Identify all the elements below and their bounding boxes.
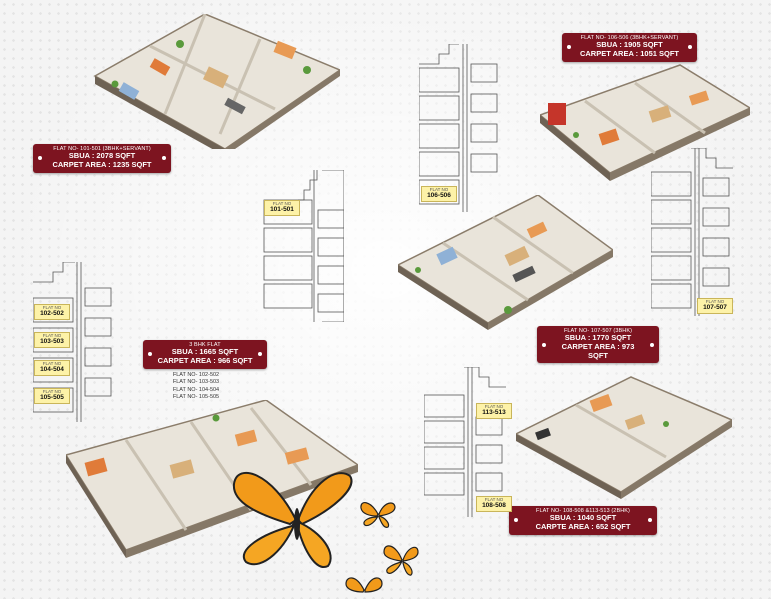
floor-plan-108-508-113-513 <box>516 372 732 500</box>
floor-plan-106-506 <box>540 63 750 185</box>
plan-label-101-501: FLAT NO- 101-501 (3BHK+SERVANT) SBUA : 2… <box>33 144 171 173</box>
flat-number: FLAT NO- 104-504 <box>172 386 220 393</box>
plan-label-108-508-113-513: FLAT NO- 108-508 &113-513 (2BHK) SBUA : … <box>509 506 657 535</box>
butterfly-icon <box>345 577 383 593</box>
flat-number-list: FLAT NO- 102-502 FLAT NO- 103-503 FLAT N… <box>155 372 237 402</box>
key-plan-108-113 <box>424 367 506 517</box>
flat-number: FLAT NO- 105-505 <box>172 394 220 401</box>
butterfly-icon <box>383 545 419 576</box>
floor-plan-101-501 <box>55 14 340 149</box>
floor-plan-107-507 <box>398 195 613 330</box>
butterfly-icon <box>232 471 353 568</box>
plan-label-106-506: FLAT NO- 106-506 (3BHK+SERVANT) SBUA : 1… <box>562 33 697 62</box>
key-plan-101-501 <box>262 170 344 322</box>
key-plan-107-507 <box>651 148 733 316</box>
flat-number: FLAT NO- 103-503 <box>172 379 220 386</box>
plan-label-107-507: FLAT NO- 107-507 (3BHK) SBUA : 1770 SQFT… <box>537 326 659 364</box>
flat-number: FLAT NO- 102-502 <box>172 372 220 378</box>
butterfly-icon <box>360 502 396 528</box>
key-plan-106-506 <box>419 44 501 212</box>
plan-label-3bhk: 3 BHK FLAT SBUA : 1665 SQFT CARPET AREA … <box>143 340 267 369</box>
